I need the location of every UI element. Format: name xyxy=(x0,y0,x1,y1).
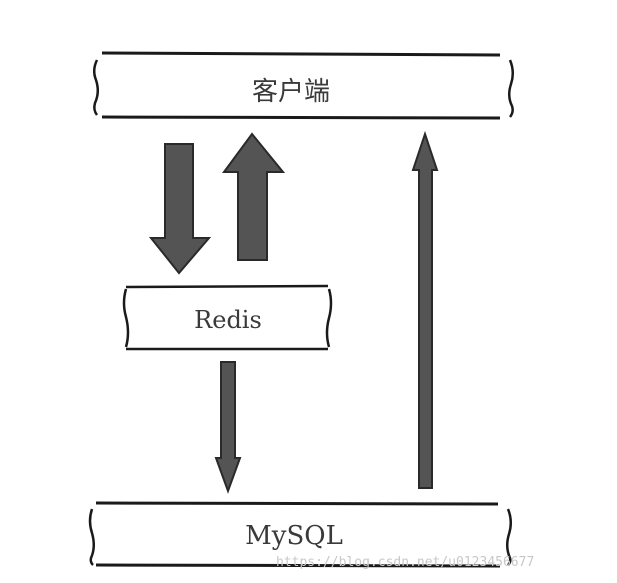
mysql-label: MySQL xyxy=(245,521,343,551)
client-box: 客户端 xyxy=(93,51,514,120)
mysql-to-client-arrow xyxy=(411,130,439,489)
redis-label: Redis xyxy=(194,306,262,334)
redis-box: Redis xyxy=(122,284,333,351)
miss-down-arrow xyxy=(214,361,242,494)
response-up-arrow xyxy=(222,132,286,261)
watermark-text: https://blog.csdn.net/u0123456677 xyxy=(276,555,534,570)
mysql-box: MySQL xyxy=(88,501,512,568)
request-down-arrow xyxy=(148,143,212,275)
client-label: 客户端 xyxy=(252,77,330,107)
